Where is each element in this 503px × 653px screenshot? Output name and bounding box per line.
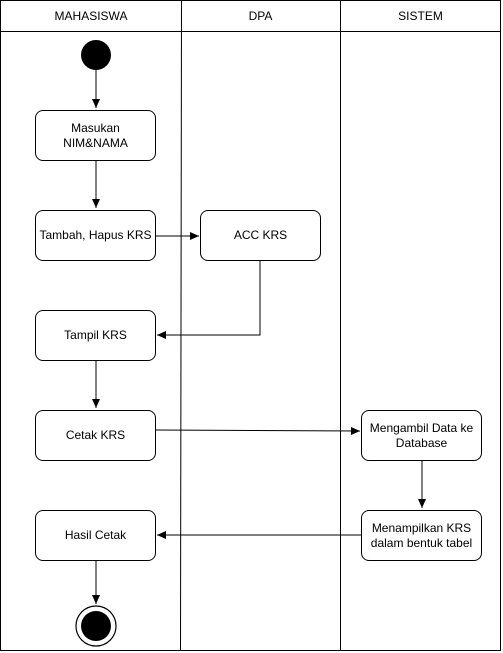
end-node-inner (81, 611, 111, 641)
activity-ambil-data-database: Mengambil Data ke Database (361, 410, 482, 461)
activity-input-nim-nama: Masukan NIM&NAMA (35, 110, 156, 161)
lane-title-dpa: DPA (248, 8, 273, 23)
lane-divider-mahasiswa-dpa (180, 0, 182, 651)
lane-title-mahasiswa: MAHASISWA (54, 8, 128, 23)
flow-acc-to-tampil (157, 261, 261, 339)
activity-tampilkan-krs-tabel: Menampilkan KRS dalam bentuk tabel (361, 510, 482, 561)
activity-tambah-hapus-krs: Tambah, Hapus KRS (35, 210, 156, 261)
start-node (81, 40, 111, 70)
lane-title-sistem: SISTEM (398, 8, 443, 23)
flow-cetak-to-ambil-data (155, 426, 361, 435)
activity-hasil-cetak: Hasil Cetak (35, 510, 156, 561)
activity-cetak-krs: Cetak KRS (35, 410, 156, 461)
activity-tampil-krs: Tampil KRS (35, 310, 156, 361)
activity-acc-krs: ACC KRS (200, 210, 321, 261)
